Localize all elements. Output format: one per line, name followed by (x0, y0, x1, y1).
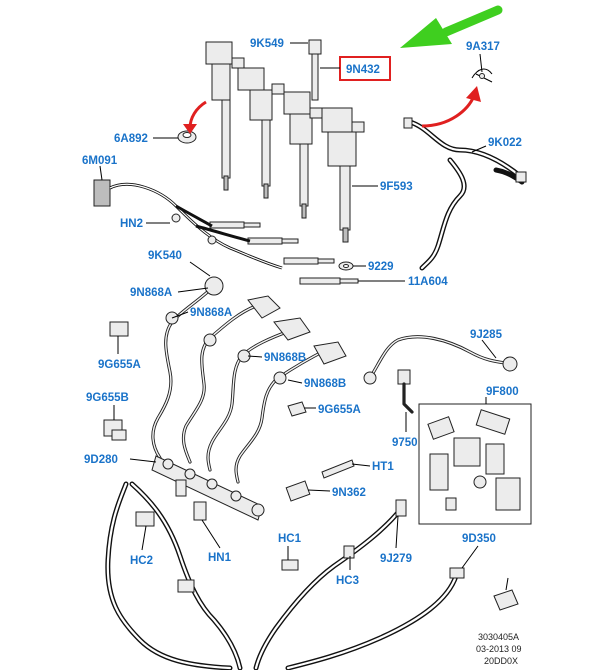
reference-line-3: 20DD0X (484, 656, 518, 666)
label-9N868A-left: 9N868A (130, 287, 172, 299)
washer-9229 (338, 261, 354, 271)
label-9K549: 9K549 (250, 38, 284, 50)
seal-6A892 (177, 130, 197, 144)
label-9F800: 9F800 (486, 386, 519, 398)
label-9N432: 9N432 (346, 64, 380, 76)
return-hose-9K022 (403, 117, 527, 271)
label-11A604: 11A604 (408, 276, 448, 288)
label-9F593: 9F593 (380, 181, 413, 193)
red-arrow-left (183, 100, 207, 134)
red-arrow-right (421, 86, 481, 128)
label-HC1: HC1 (278, 533, 302, 545)
label-9D350: 9D350 (462, 533, 496, 545)
label-6M091: 6M091 (82, 155, 118, 167)
sensor-9750 (397, 369, 414, 414)
fuel-pipes (151, 276, 518, 484)
label-9J279: 9J279 (380, 553, 412, 565)
reference-line-2: 03-2013 09 (476, 644, 522, 654)
bolt-9K549 (308, 39, 322, 101)
label-HC3: HC3 (336, 575, 359, 587)
label-9J285: 9J285 (470, 329, 503, 341)
stud-HT1 (321, 459, 355, 479)
glow-plugs (209, 221, 359, 285)
reference-code: 3030405A 03-2013 09 20DD0X (476, 632, 522, 666)
fuel-rail (151, 455, 265, 521)
sleeve-9N362 (285, 480, 311, 502)
label-9D280: 9D280 (84, 454, 118, 466)
label-HT1: HT1 (372, 461, 394, 473)
injector-1 (205, 41, 245, 191)
part-labels: 9K549 9N432 9A317 6A892 9K022 6M091 9F59… (82, 38, 522, 587)
injector-4 (321, 107, 365, 243)
label-HN1: HN1 (208, 552, 232, 564)
injector-2 (237, 67, 285, 199)
sensor-9D350 (493, 577, 519, 611)
label-9K022: 9K022 (488, 137, 522, 149)
label-HN2: HN2 (120, 218, 143, 230)
glow-plug-harness (93, 179, 283, 270)
label-9N362: 9N362 (332, 487, 366, 499)
label-9G655A-lower: 9G655A (318, 404, 361, 416)
label-9229: 9229 (368, 261, 394, 273)
green-arrow (400, 5, 503, 48)
label-9A317: 9A317 (466, 41, 500, 53)
fuel-feed-lines (105, 481, 465, 670)
clamps (103, 321, 307, 441)
label-9N868B-lower: 9N868B (304, 378, 346, 390)
label-9N868A-center: 9N868A (190, 307, 232, 319)
leader-lines (99, 42, 497, 570)
label-9N868B-upper: 9N868B (264, 352, 306, 364)
injector-group (205, 39, 365, 243)
label-HC2: HC2 (130, 555, 153, 567)
filter-kit-box (418, 403, 532, 525)
label-9G655B: 9G655B (86, 392, 129, 404)
label-9750: 9750 (392, 437, 418, 449)
reference-line-1: 3030405A (478, 632, 519, 642)
label-9K540: 9K540 (148, 250, 182, 262)
injector-3 (283, 91, 323, 219)
label-9G655A-upper: 9G655A (98, 359, 141, 371)
label-6A892: 6A892 (114, 133, 148, 145)
